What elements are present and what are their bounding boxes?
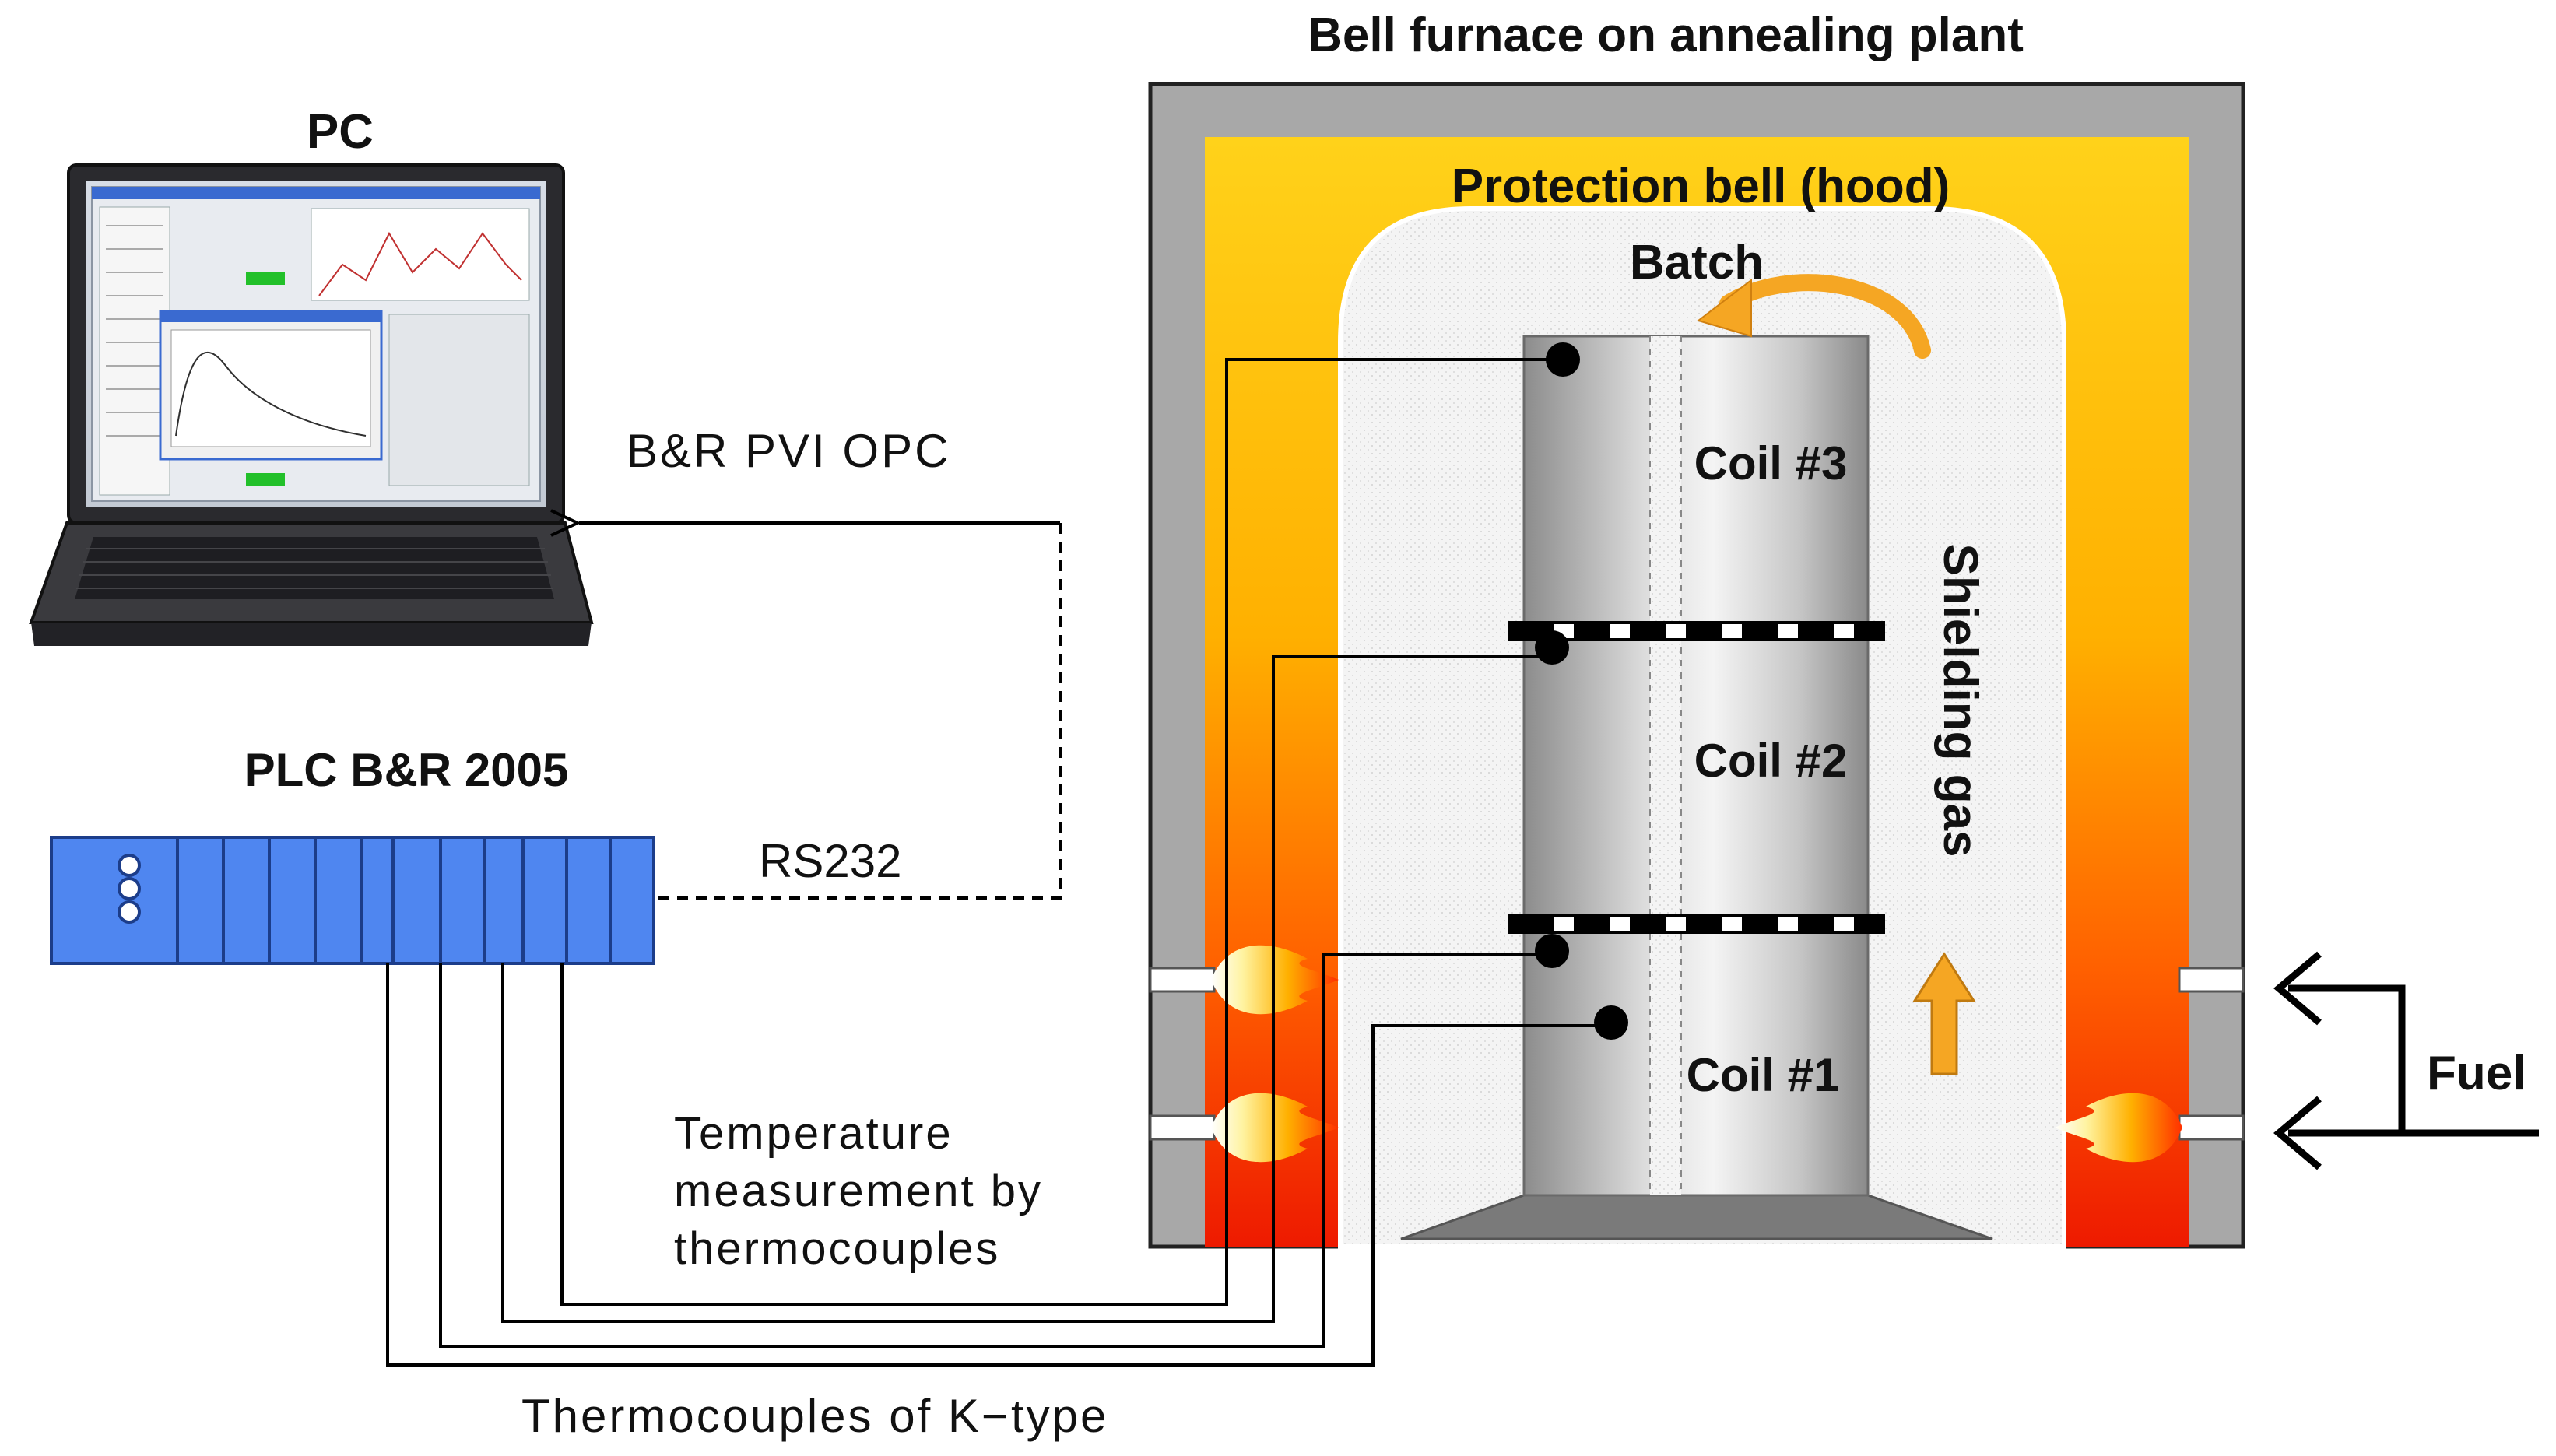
coil3-label: Coil #3 [1694, 437, 1848, 489]
burner-right-lower [2055, 1093, 2245, 1163]
rs232-label: RS232 [759, 835, 901, 887]
gas-flow-up-arrow-icon [1912, 952, 1976, 1075]
opc-link [579, 521, 1062, 900]
thermocouple-wires [386, 358, 1611, 1367]
opc-link-label: B&R PVI OPC [627, 425, 950, 477]
thermocouples-k-label: Thermocouples of K−type [521, 1390, 1108, 1442]
burner-right-upper [2178, 967, 2245, 993]
plc-label: PLC B&R 2005 [244, 744, 569, 796]
temp-measure-line2: measurement by [674, 1166, 1043, 1216]
thermocouple-sensors [1535, 342, 1628, 1040]
plc-rack [50, 836, 655, 965]
coil1-label: Coil #1 [1687, 1049, 1840, 1101]
temp-measure-line1: Temperature [674, 1108, 953, 1159]
screen-app-window [91, 186, 541, 502]
laptop-icon [29, 163, 594, 646]
spacer-lower [1508, 914, 1885, 934]
furnace-title: Bell furnace on annealing plant [1308, 9, 2024, 62]
shielding-gas-label: Shielding gas [1933, 543, 1987, 857]
fuel-label: Fuel [2427, 1047, 2526, 1100]
batch-label: Batch [1630, 236, 1764, 289]
circulation-arrow-icon [1696, 274, 1931, 359]
hood-label: Protection bell (hood) [1452, 160, 1950, 213]
spacer-upper [1508, 621, 1885, 641]
fuel-lines [2273, 951, 2539, 1170]
plc-status-leds [118, 854, 141, 924]
coil2-label: Coil #2 [1694, 735, 1848, 787]
pc-label: PC [307, 105, 374, 159]
temp-measure-line3: thermocouples [674, 1223, 1000, 1274]
coil-stack [1508, 335, 1885, 1197]
